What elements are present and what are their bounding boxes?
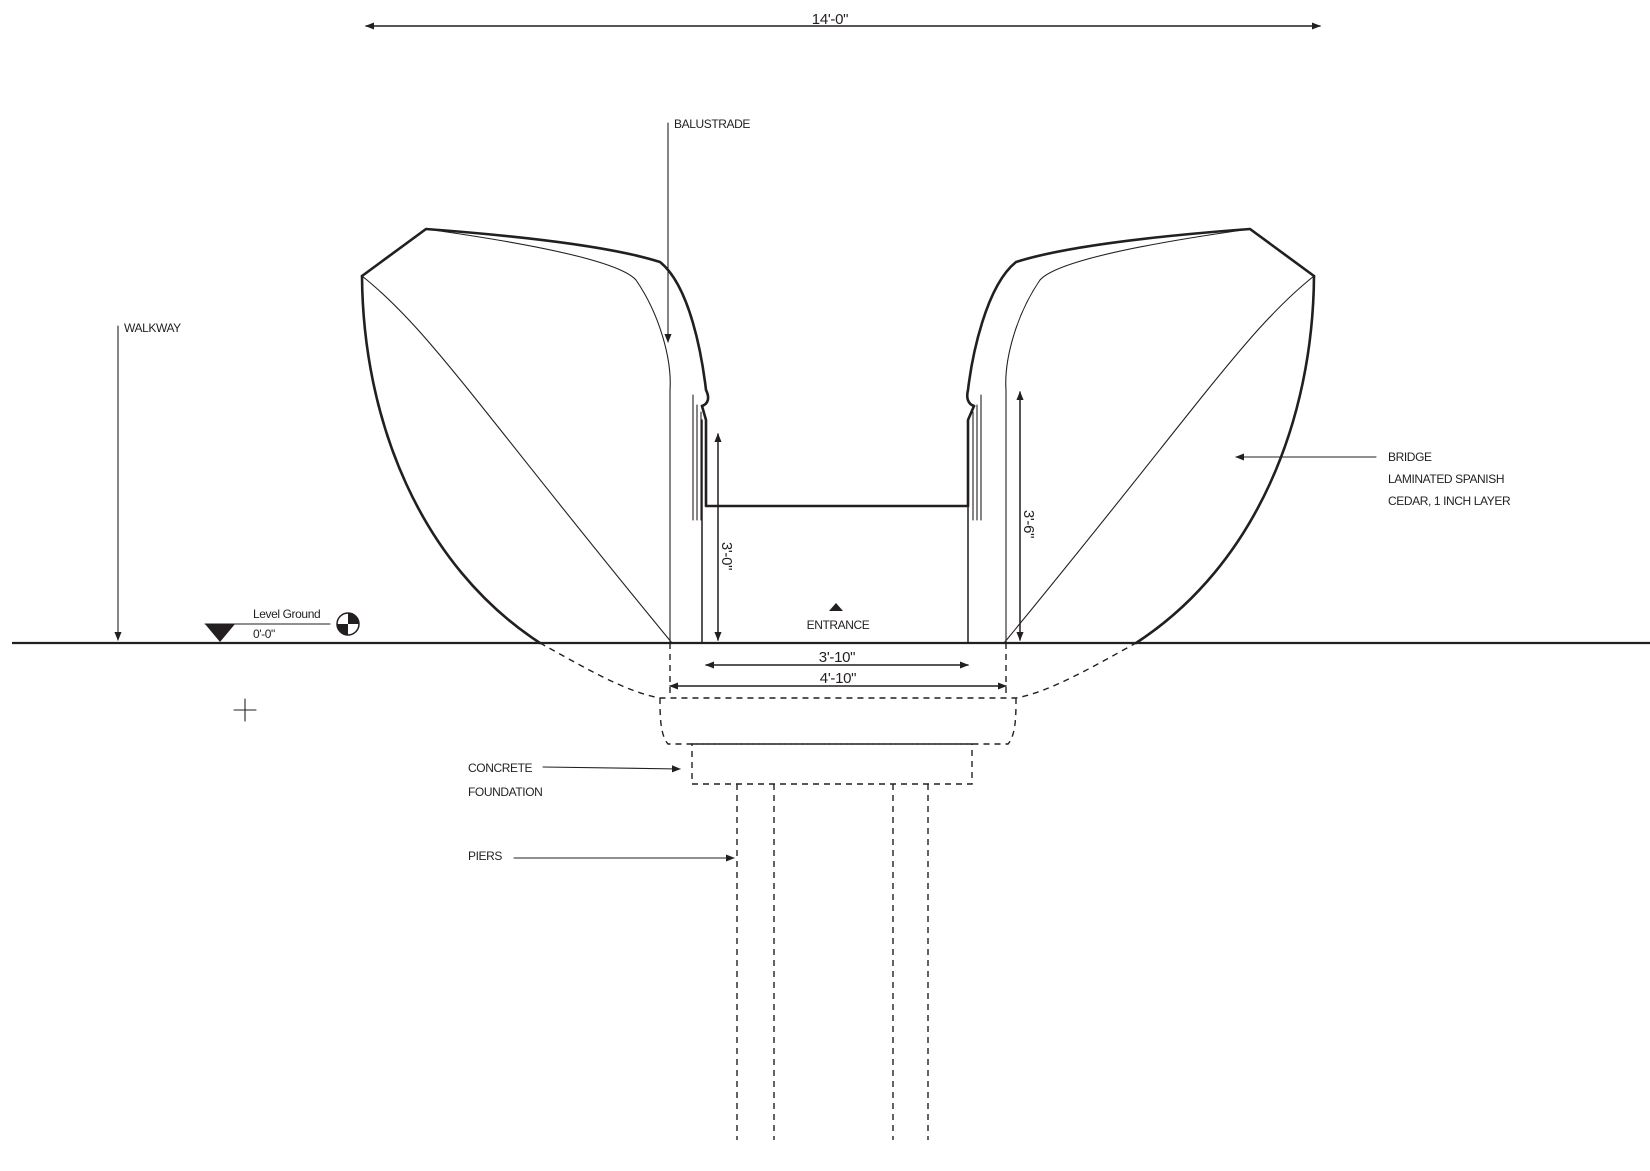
- piers-label: PIERS: [468, 849, 502, 863]
- concrete-label-line1: CONCRETE: [468, 761, 533, 775]
- overall-width-label: 14'-0": [812, 11, 848, 28]
- walkway-label: WALKWAY: [124, 321, 181, 335]
- foundation-hidden-lines: [539, 642, 1137, 1140]
- bridge-label-line3: CEDAR, 1 INCH LAYER: [1388, 494, 1511, 508]
- inner-width-label: 3'-10": [819, 649, 855, 666]
- level-ground-label: Level Ground: [253, 607, 320, 621]
- balustrade-label: BALUSTRADE: [674, 117, 750, 131]
- entrance-triangle-icon: [829, 603, 843, 611]
- level-ground-marker: Level Ground 0'-0": [204, 607, 360, 642]
- bridge-label-line1: BRIDGE: [1388, 450, 1432, 464]
- level-value-label: 0'-0": [253, 627, 275, 641]
- concrete-foundation-leader: [542, 765, 681, 773]
- bridge-label-line2: LAMINATED SPANISH: [1388, 472, 1504, 486]
- left-bridge-wing: [360, 227, 710, 645]
- side-height-label: 3'-6": [1020, 510, 1037, 538]
- outer-width-label: 4'-10": [820, 670, 856, 687]
- cross-mark-icon: [233, 698, 257, 722]
- entrance-label: ENTRANCE: [807, 618, 870, 632]
- level-triangle-icon: [205, 624, 235, 642]
- concrete-label-line2: FOUNDATION: [468, 785, 542, 799]
- balustrade-height-label: 3'-0": [718, 542, 735, 570]
- right-bridge-wing: [965, 227, 1316, 645]
- entrance-passage: [700, 404, 976, 644]
